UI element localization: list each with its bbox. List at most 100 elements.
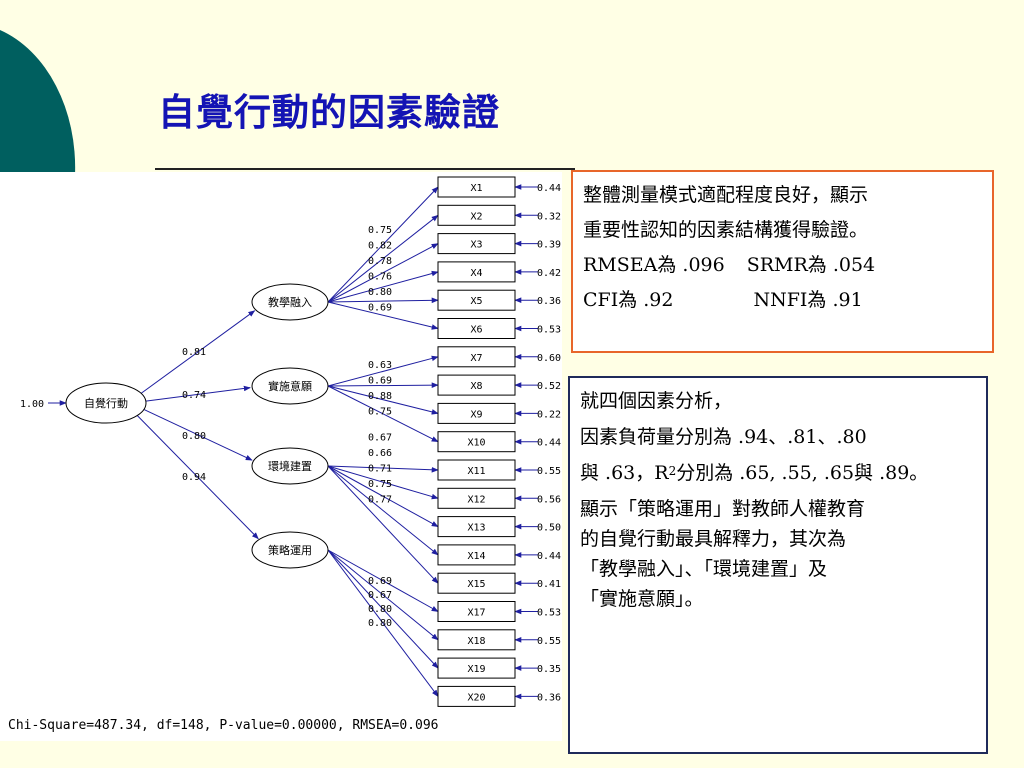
indicator-label-X10: X10: [467, 438, 485, 449]
indicator-box-X9: [437, 402, 516, 424]
factor-node-4: [251, 531, 329, 569]
indicator-label-X6: X6: [470, 325, 482, 336]
error-variance-label-X20: 0.36: [537, 692, 561, 703]
item-loading-arrow-X13: [327, 465, 439, 528]
item-loading-label-X5: 0.80: [368, 287, 392, 298]
indicator-label-X20: X20: [467, 692, 485, 703]
item-loading-label-X1: 0.75: [368, 225, 392, 236]
indicator-box-X5: [437, 289, 516, 311]
cfi-text: CFI為 .92: [583, 289, 674, 311]
indicator-box-X19: [437, 657, 516, 679]
second-order-loading-arrow-3: [143, 409, 253, 461]
indicator-box-X7: [437, 346, 516, 368]
indicator-box-X18: [437, 629, 516, 651]
factor-node-1: [251, 283, 329, 321]
error-variance-label-X2: 0.32: [537, 211, 561, 222]
error-variance-label-X3: 0.39: [537, 240, 561, 251]
indicator-box-X11: [437, 459, 516, 481]
indicator-box-X1: [437, 176, 516, 198]
item-loading-arrow-X11: [327, 465, 439, 473]
indicator-label-X14: X14: [467, 551, 485, 562]
factor-node-2: [251, 367, 329, 405]
indicator-box-X13: [437, 516, 516, 538]
title-divider: [155, 168, 575, 170]
error-variance-label-X18: 0.55: [537, 636, 561, 647]
second-order-loading-label-1: 0.81: [182, 347, 206, 358]
indicator-label-X19: X19: [467, 664, 485, 675]
item-loading-arrow-X1: [327, 186, 439, 303]
fit-line-4: CFI為 .92 NNFI為 .91: [583, 283, 992, 318]
item-loading-label-X17: 0.69: [368, 576, 392, 587]
indicator-label-X7: X7: [470, 353, 482, 364]
item-loading-arrow-X8: [327, 382, 439, 388]
item-loading-arrow-X6: [327, 301, 439, 330]
item-loading-label-X8: 0.69: [368, 376, 392, 387]
factor-label-1: 教學融入: [268, 296, 312, 309]
second-order-loading-label-4: 0.94: [182, 472, 206, 483]
indicator-box-X3: [437, 233, 516, 255]
error-variance-label-X8: 0.52: [537, 381, 561, 392]
srmr-text: SRMR為 .054: [746, 254, 876, 276]
slide-title: 自覺行動的因素驗證: [158, 90, 500, 134]
indicator-label-X17: X17: [467, 608, 485, 619]
item-loading-arrow-X17: [327, 549, 439, 612]
error-variance-label-X11: 0.55: [537, 466, 561, 477]
error-variance-label-X9: 0.22: [537, 409, 561, 420]
second-order-loading-label-2: 0.74: [182, 390, 206, 401]
interp-line-6: 「教學融入」、「環境建置」及: [580, 558, 828, 580]
indicator-box-X6: [437, 318, 516, 339]
error-variance-label-X10: 0.44: [537, 438, 561, 449]
indicator-label-X5: X5: [470, 296, 482, 307]
item-loading-label-X12: 0.66: [368, 448, 392, 459]
second-order-factor-label: 自覺行動: [84, 396, 128, 410]
indicator-label-X8: X8: [470, 381, 482, 392]
item-loading-label-X2: 0.82: [368, 241, 392, 252]
decorative-teal-arc: [0, 30, 76, 175]
item-loading-label-X11: 0.67: [368, 433, 392, 444]
item-loading-arrow-X19: [327, 549, 439, 669]
error-variance-label-X6: 0.53: [537, 325, 561, 336]
indicator-box-X12: [437, 487, 516, 509]
factor-node-3: [251, 447, 329, 485]
item-loading-label-X10: 0.75: [368, 407, 392, 418]
indicator-box-X10: [437, 431, 516, 453]
factor-label-4: 策略運用: [268, 543, 312, 557]
item-loading-label-X19: 0.80: [368, 604, 392, 615]
item-loading-label-X15: 0.77: [368, 495, 392, 506]
indicator-box-X20: [437, 685, 516, 707]
indicator-label-X11: X11: [467, 466, 485, 477]
interp-line-4: 顯示「策略運用」對教師人權教育: [580, 498, 866, 520]
item-loading-label-X7: 0.63: [368, 360, 392, 371]
indicator-box-X8: [437, 374, 516, 396]
interp-line-7: 「實施意願」。: [580, 588, 704, 610]
path-diagram: 自覺行動 1.00 0.81 教學融入 0.75 0.82 0.78 0.76 0.80 0.69…: [8, 176, 561, 733]
error-variance-label-X12: 0.56: [537, 494, 561, 505]
indicator-box-X2: [437, 204, 516, 226]
indicator-label-X18: X18: [467, 636, 485, 647]
item-loading-arrow-X5: [327, 297, 439, 304]
second-order-variance-label: 1.00: [20, 399, 44, 410]
factor-label-3: 環境建置: [268, 459, 312, 473]
item-loading-label-X6: 0.69: [368, 303, 392, 314]
nnfi-text: NNFI為 .91: [753, 289, 863, 311]
item-loading-label-X3: 0.78: [368, 256, 392, 267]
error-variance-label-X5: 0.36: [537, 296, 561, 307]
item-loading-label-X13: 0.71: [368, 464, 392, 475]
item-loading-arrow-X20: [327, 549, 439, 697]
error-variance-label-X14: 0.44: [537, 551, 561, 562]
error-variance-label-X7: 0.60: [537, 353, 561, 364]
indicator-label-X9: X9: [470, 409, 482, 420]
item-loading-arrow-X7: [327, 355, 439, 387]
item-loading-label-X9: 0.88: [368, 391, 392, 402]
interpretation-box: 就四個因素分析， 因素負荷量分別為 .94、.81、.80 與 .63，R2分別…: [568, 376, 988, 754]
error-variance-label-X15: 0.41: [537, 579, 561, 590]
item-loading-arrow-X15: [327, 465, 439, 584]
item-loading-label-X4: 0.76: [368, 272, 392, 283]
indicator-label-X12: X12: [467, 494, 485, 505]
path-diagram-panel: 自覺行動 1.00 0.81 教學融入 0.75 0.82 0.78 0.76 0.80 0.69…: [0, 172, 562, 741]
error-variance-label-X19: 0.35: [537, 664, 561, 675]
second-order-loading-arrow-4: [136, 415, 259, 540]
item-loading-arrow-X10: [327, 385, 439, 443]
second-order-loading-label-3: 0.80: [182, 431, 206, 442]
